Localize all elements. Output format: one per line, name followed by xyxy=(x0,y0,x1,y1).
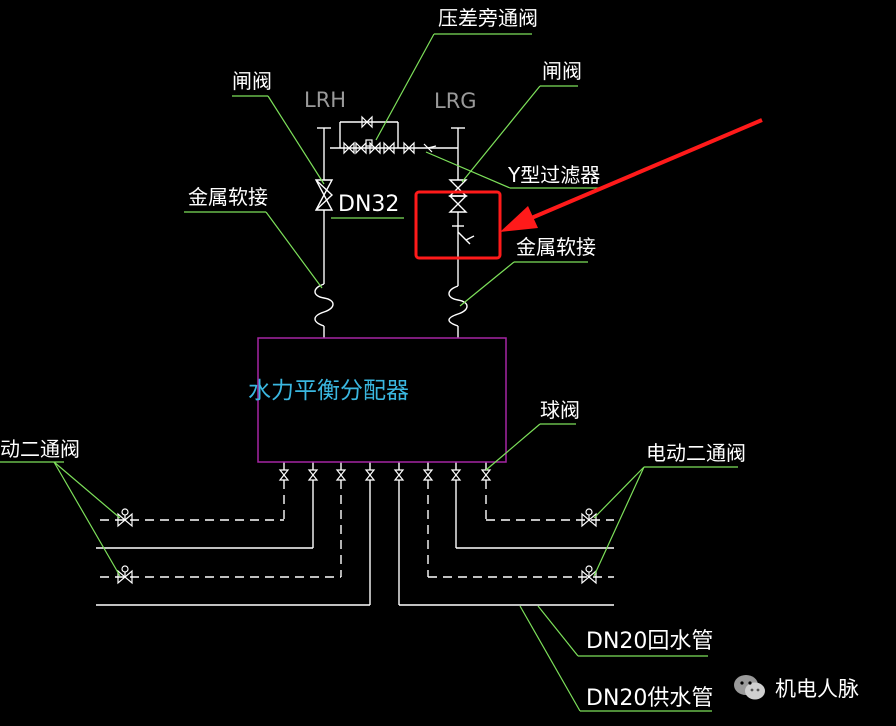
gate-valve-right-icon xyxy=(448,179,468,213)
label-y-strainer: Y型过滤器 xyxy=(507,163,600,187)
bypass-valves-icon xyxy=(343,115,437,155)
label-metal-flex-left: 金属软接 xyxy=(188,185,268,209)
label-dn32: DN32 xyxy=(338,192,399,217)
flex-connector-right-icon xyxy=(448,285,468,327)
label-return-pipe: DN20回水管 xyxy=(586,629,713,654)
manifold-box xyxy=(257,337,507,463)
watermark-text: 机电人脉 xyxy=(775,677,859,701)
label-motor-valve-right: 电动二通阀 xyxy=(646,441,746,465)
label-ball-valve: 球阀 xyxy=(540,398,580,422)
label-metal-flex-right: 金属软接 xyxy=(516,235,596,259)
y-strainer-icon xyxy=(452,212,475,252)
label-lrh: LRH xyxy=(304,88,346,112)
label-pressure-bypass-valve: 压差旁通阀 xyxy=(438,6,538,30)
gate-valve-left-icon xyxy=(314,179,334,211)
flex-connector-left-icon xyxy=(314,283,334,327)
ball-valves-icon xyxy=(278,469,492,481)
labels: 压差旁通阀 闸阀 LRH LRG 闸阀 DN32 Y型过滤器 金属软接 金属软接… xyxy=(0,6,746,711)
manifold-label: 水力平衡分配器 xyxy=(248,378,409,404)
label-gate-valve-left: 闸阀 xyxy=(232,69,272,93)
motor-valves-icon xyxy=(117,508,597,585)
highlight-arrow xyxy=(500,118,763,232)
watermark: 机电人脉 xyxy=(733,668,883,708)
label-motor-valve-left: 动二通阀 xyxy=(0,437,80,461)
label-lrg: LRG xyxy=(434,89,477,113)
wechat-icon xyxy=(734,675,765,700)
highlight-box xyxy=(414,190,502,260)
label-supply-pipe: DN20供水管 xyxy=(586,686,713,711)
leader-lines xyxy=(0,33,738,712)
label-gate-valve-right: 闸阀 xyxy=(542,59,582,83)
